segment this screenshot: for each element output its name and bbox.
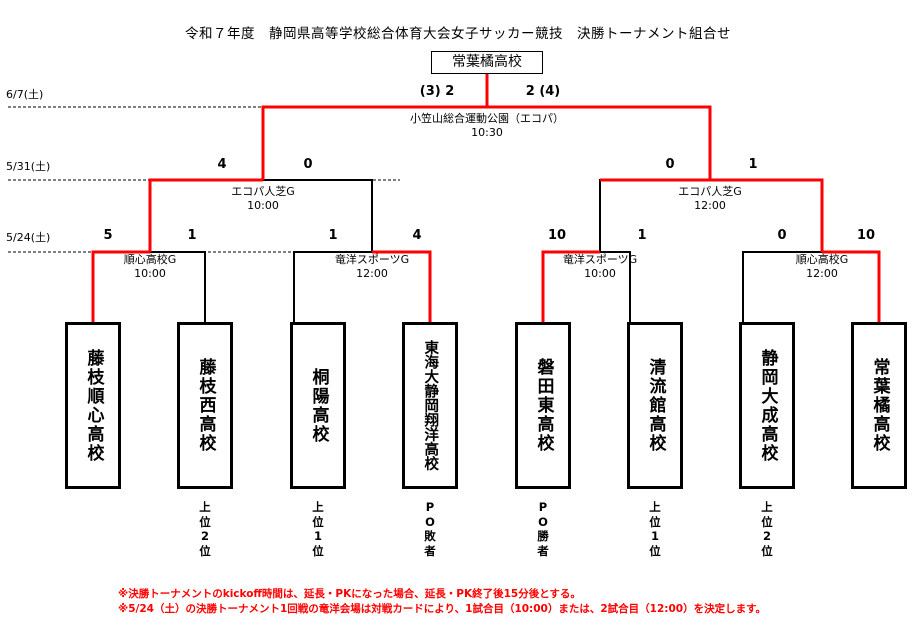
venue-name: 竜洋スポーツG bbox=[334, 253, 410, 266]
winner-lines bbox=[91, 74, 881, 322]
semifinal-1-score-left: 4 bbox=[217, 157, 227, 172]
match-1-venue: 順心高校G 10:00 bbox=[100, 253, 200, 281]
match-3-venue: 竜洋スポーツG 10:00 bbox=[543, 253, 657, 281]
final-venue: 小笠山総合運動公園（エコパ） 10:30 bbox=[380, 112, 594, 140]
note-char: 者 bbox=[424, 543, 436, 558]
note-char: 位 bbox=[199, 514, 211, 529]
team-box: 桐陽高校 bbox=[290, 322, 346, 489]
note-char: 1 bbox=[650, 529, 659, 543]
note-char: 位 bbox=[649, 543, 661, 558]
note-char: 位 bbox=[649, 514, 661, 529]
team-box: 常葉橘高校 bbox=[851, 322, 907, 489]
venue-name: 順心高校G bbox=[123, 253, 177, 266]
note-char: 位 bbox=[312, 543, 324, 558]
venue-name: エコパ人芝G bbox=[231, 185, 295, 198]
note-char: 位 bbox=[761, 514, 773, 529]
team-box: 藤枝順心高校 bbox=[65, 322, 121, 489]
note-char: 者 bbox=[537, 543, 549, 558]
note-char: 勝 bbox=[537, 529, 549, 543]
team-name: 常葉橘高校 bbox=[869, 358, 890, 453]
kickoff-time: 10:00 bbox=[134, 267, 166, 280]
final-score-left: (3) 2 bbox=[419, 84, 455, 99]
note-char: 上 bbox=[199, 500, 211, 514]
match-3-score-right: 1 bbox=[637, 228, 647, 243]
note-char: 敗 bbox=[424, 529, 436, 543]
semifinal-2-score-right: 1 bbox=[748, 157, 758, 172]
match-3-score-left: 10 bbox=[547, 228, 567, 243]
kickoff-time: 10:30 bbox=[471, 126, 503, 139]
final-score-right: 2 (4) bbox=[525, 84, 561, 99]
note-char: 1 bbox=[313, 529, 322, 543]
match-1-score-left: 5 bbox=[103, 228, 113, 243]
team-name: 磐田東高校 bbox=[533, 358, 554, 453]
match-1-score-right: 1 bbox=[187, 228, 197, 243]
note-char: 位 bbox=[312, 514, 324, 529]
note-char: 上 bbox=[312, 500, 324, 514]
team-name: 東海大静岡翔洋高校 bbox=[422, 340, 439, 471]
note-char: O bbox=[425, 514, 435, 529]
venue-name: エコパ人芝G bbox=[678, 185, 742, 198]
team-box: 東海大静岡翔洋高校 bbox=[402, 322, 458, 489]
team-name: 藤枝順心高校 bbox=[83, 348, 104, 463]
footnote: ※5/24（土）の決勝トーナメント1回戦の竜洋会場は対戦カードにより、1試合目（… bbox=[118, 603, 767, 615]
team-box: 藤枝西高校 bbox=[177, 322, 233, 489]
champion-box: 常葉橘高校 bbox=[431, 51, 543, 74]
note-char: 位 bbox=[199, 543, 211, 558]
team-name: 清流館高校 bbox=[645, 358, 666, 453]
kickoff-time: 12:00 bbox=[694, 199, 726, 212]
venue-name: 竜洋スポーツG bbox=[562, 253, 638, 266]
team-name: 桐陽高校 bbox=[308, 367, 329, 444]
kickoff-time: 10:00 bbox=[247, 199, 279, 212]
kickoff-time: 12:00 bbox=[356, 267, 388, 280]
semifinal-2-venue: エコパ人芝G 12:00 bbox=[647, 185, 773, 213]
match-4-venue: 順心高校G 12:00 bbox=[772, 253, 872, 281]
team-name: 藤枝西高校 bbox=[195, 358, 216, 453]
kickoff-time: 12:00 bbox=[806, 267, 838, 280]
date-first-round: 5/24(土) bbox=[6, 231, 51, 244]
kickoff-time: 10:00 bbox=[584, 267, 616, 280]
note-char: 2 bbox=[762, 529, 771, 543]
team-box: 磐田東高校 bbox=[515, 322, 571, 489]
note-char: 2 bbox=[200, 529, 209, 543]
semifinal-1-venue: エコパ人芝G 10:00 bbox=[200, 185, 326, 213]
venue-name: 小笠山総合運動公園（エコパ） bbox=[410, 112, 564, 125]
team-box: 静岡大成高校 bbox=[739, 322, 795, 489]
team-box: 清流館高校 bbox=[627, 322, 683, 489]
semifinal-1-score-right: 0 bbox=[303, 157, 313, 172]
date-semifinal: 5/31(土) bbox=[6, 160, 51, 173]
page-title: 令和７年度 静岡県高等学校総合体育大会女子サッカー競技 決勝トーナメント組合せ bbox=[185, 26, 731, 42]
note-char: 上 bbox=[761, 500, 773, 514]
date-final: 6/7(土) bbox=[6, 88, 44, 101]
match-2-score-left: 1 bbox=[328, 228, 338, 243]
team-name: 静岡大成高校 bbox=[757, 348, 778, 463]
note-char: O bbox=[538, 514, 548, 529]
match-2-venue: 竜洋スポーツG 12:00 bbox=[315, 253, 429, 281]
note-char: 上 bbox=[649, 500, 661, 514]
loser-lines bbox=[150, 179, 822, 322]
note-char: P bbox=[425, 500, 435, 514]
venue-name: 順心高校G bbox=[795, 253, 849, 266]
match-2-score-right: 4 bbox=[412, 228, 422, 243]
note-char: P bbox=[538, 500, 548, 514]
match-4-score-left: 0 bbox=[777, 228, 787, 243]
note-char: 位 bbox=[761, 543, 773, 558]
semifinal-2-score-left: 0 bbox=[665, 157, 675, 172]
match-4-score-right: 10 bbox=[856, 228, 876, 243]
footnote: ※決勝トーナメントのkickoff時間は、延長・PKになった場合、延長・PK終了… bbox=[118, 588, 581, 600]
